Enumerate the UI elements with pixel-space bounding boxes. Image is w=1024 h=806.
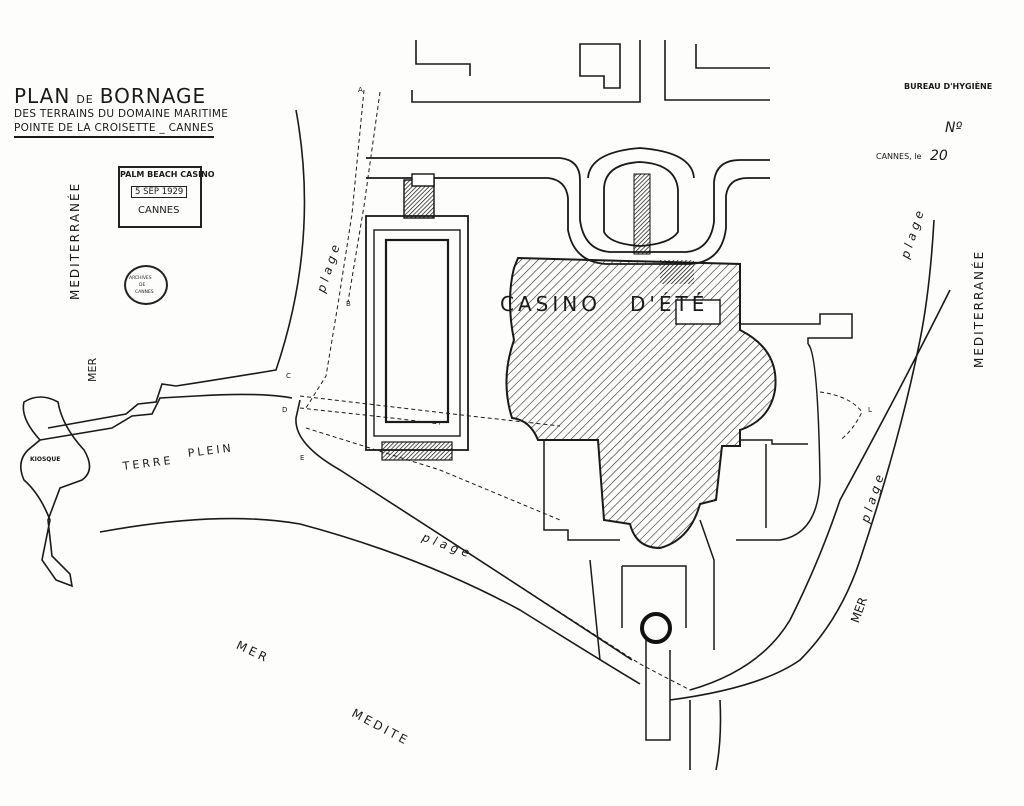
label-dete: D'ÉTÉ [630, 292, 709, 316]
map-title-line-1: PLAN DE BORNAGE [14, 84, 206, 108]
svg-text:D: D [282, 406, 287, 414]
fountain-circle [640, 612, 672, 644]
stamp-city: CANNES [138, 205, 180, 216]
hygiene-stamp-number: Nº [945, 120, 963, 136]
pool-enclosure [365, 215, 469, 461]
map-title-line-2: DES TERRAINS DU DOMAINE MARITIME [14, 108, 229, 120]
svg-text:L: L [868, 406, 872, 414]
svg-text:A: A [358, 86, 363, 94]
casino-date-stamp [118, 166, 202, 228]
annex-building [403, 173, 435, 219]
casino-building [505, 256, 777, 550]
title-word-bornage: BORNAGE [99, 84, 207, 108]
svg-text:E: E [300, 454, 304, 462]
hygiene-stamp-day: 20 [930, 148, 948, 164]
hygiene-stamp-header: BUREAU D'HYGIÈNE [904, 82, 993, 91]
stamp-date: 5 SEP 1929 [131, 186, 188, 198]
label-casino: CASINO [500, 292, 601, 316]
label-mediterranee-left: MEDITERRANÉE [68, 181, 82, 300]
label-kiosque: KIOSQUE [30, 456, 61, 463]
svg-text:C: C [286, 372, 291, 380]
map-title-line-3: POINTE DE LA CROISETTE _ CANNES [14, 122, 214, 138]
title-word-plan: PLAN [14, 84, 71, 108]
shoreline [20, 109, 951, 771]
archives-round-stamp [124, 265, 168, 305]
hygiene-stamp-place: CANNES, le [876, 152, 922, 161]
round-stamp-line-3: CANNES [135, 290, 154, 295]
avenue-center-line [633, 173, 651, 255]
round-stamp-line-2: DE [139, 283, 146, 288]
casino-grounds [543, 313, 853, 741]
street-blocks [411, 40, 770, 103]
label-mer-left: MER [86, 357, 99, 382]
label-mediterranee-right: MEDITERRANÉE [972, 249, 986, 368]
boundary-survey-lines [299, 89, 863, 691]
svg-text:B: B [346, 300, 351, 308]
title-word-de: DE [76, 93, 94, 106]
survey-point-labels: A B C D E L [282, 86, 872, 462]
stamp-casino-name: PALM BEACH CASINO [120, 170, 215, 179]
round-stamp-line-1: ARCHIVES [129, 276, 152, 281]
